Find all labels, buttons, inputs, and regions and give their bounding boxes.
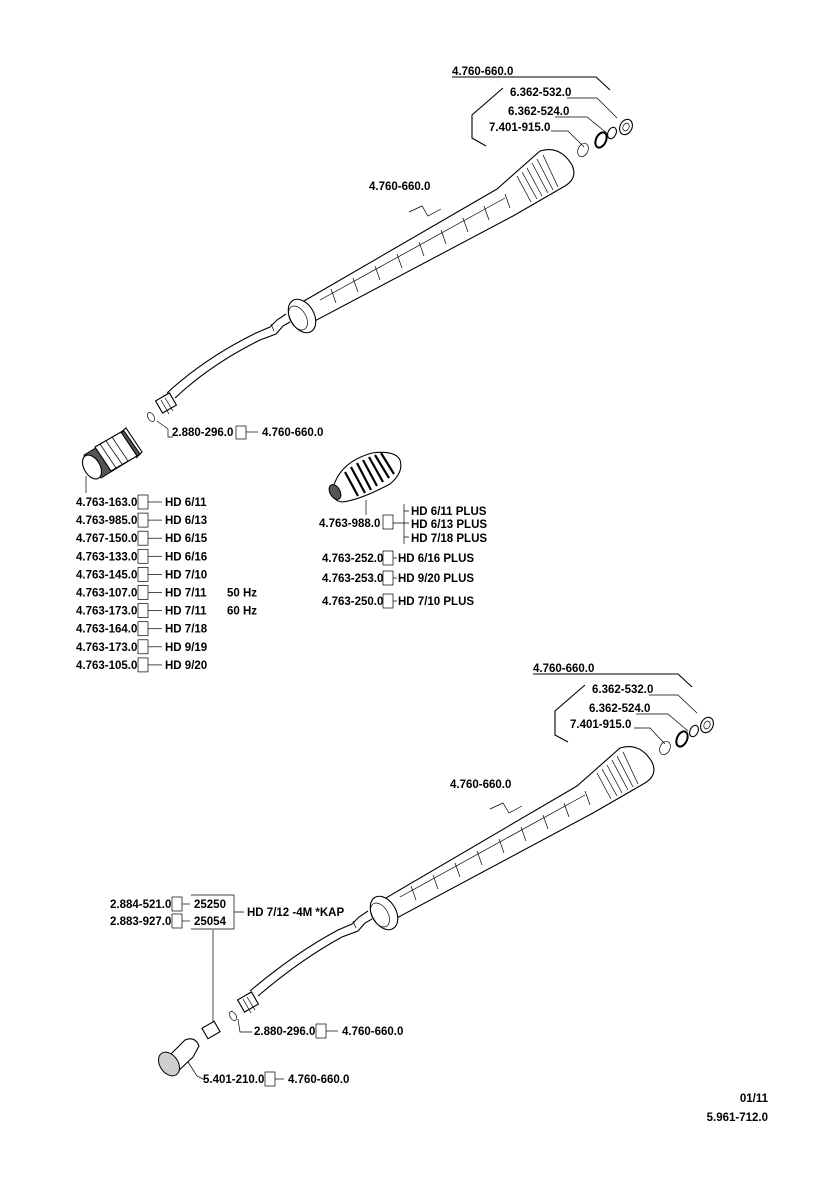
lance-part-label-1: 4.760-660.0 bbox=[369, 181, 430, 193]
nut-part-1 bbox=[619, 118, 633, 136]
hose-connector-2 bbox=[229, 991, 260, 1033]
nozzle-part-number: 4.763-133.0 bbox=[76, 551, 137, 563]
nozzle-row: 4.763-163.0 HD 6/11 bbox=[76, 494, 207, 510]
nozzle-row: 4.763-985.0 HD 6/13 bbox=[76, 512, 207, 528]
nozzle-part-number: 4.763-105.0 bbox=[76, 660, 137, 672]
nozzle-model: HD 6/13 bbox=[165, 515, 207, 527]
plus-model-2: HD 6/13 PLUS bbox=[411, 519, 487, 531]
nozzle-row: 4.763-173.0 HD 9/19 bbox=[76, 639, 207, 655]
part-6-362-524-label-1: 6.362-524.0 bbox=[508, 106, 569, 118]
nozzle-cap bbox=[158, 1038, 206, 1081]
part-6-362-532-label-2: 6.362-532.0 bbox=[592, 684, 653, 696]
kap-code-1: 25250 bbox=[194, 899, 226, 911]
spray-lance-2 bbox=[249, 746, 655, 997]
lance-assembly-1 bbox=[81, 76, 633, 493]
plus-nozzle-row: 4.763-252.0 HD 6/16 PLUS bbox=[322, 550, 474, 566]
break-mark-2 bbox=[489, 802, 523, 814]
kap-part-2: 2.883-927.0 bbox=[110, 916, 171, 928]
footer-doc-number: 5.961-712.0 bbox=[707, 1112, 768, 1124]
nut-part-2 bbox=[700, 716, 714, 734]
nozzle-part-number: 4.763-173.0 bbox=[76, 606, 137, 618]
o-ring-part-2 bbox=[675, 730, 689, 748]
plus-nozzle bbox=[328, 451, 402, 515]
top-group-part-2: 4.760-660.0 bbox=[533, 663, 594, 675]
nozzle-model: HD 9/20 bbox=[165, 660, 207, 672]
nozzle-part-number: 4.763-145.0 bbox=[76, 569, 137, 581]
nozzle-part-number: 4.763-985.0 bbox=[76, 515, 137, 527]
nozzle-part-number: 4.763-173.0 bbox=[76, 642, 137, 654]
connector-kit-label-2: 4.760-660.0 bbox=[342, 1026, 403, 1038]
connector-kit-label-1: 4.760-660.0 bbox=[262, 427, 323, 439]
nozzle-model: HD 6/16 bbox=[165, 551, 207, 563]
lance-assembly-2 bbox=[158, 673, 714, 1081]
nozzle-note: 50 Hz bbox=[227, 588, 257, 600]
part-6-362-532-label-1: 6.362-532.0 bbox=[510, 87, 571, 99]
kap-model-label: HD 7/12 -4M *KAP bbox=[247, 907, 344, 919]
nozzle-part-number: 4.763-163.0 bbox=[76, 497, 137, 509]
nozzle-part-number: 4.763-107.0 bbox=[76, 588, 137, 600]
plus-nozzle-other-rows: 4.763-252.0 HD 6/16 PLUS 4.763-253.0 HD 9/2… bbox=[322, 550, 474, 609]
nozzle-row: 4.763-105.0 HD 9/20 bbox=[76, 657, 207, 673]
top-group-part-1: 4.760-660.0 bbox=[452, 66, 513, 78]
nozzle-model: HD 9/19 bbox=[165, 642, 207, 654]
nozzle-row: 4.767-150.0 HD 6/15 bbox=[76, 530, 208, 546]
nozzle-model: HD 7/18 bbox=[165, 624, 208, 636]
nozzle-row: 4.763-107.0 HD 7/11 50 Hz bbox=[76, 585, 257, 600]
nozzle-model: HD 7/11 bbox=[165, 588, 207, 600]
connector-part-label-1: 2.880-296.0 bbox=[172, 427, 233, 439]
nozzle-row: 4.763-133.0 HD 6/16 bbox=[76, 548, 207, 564]
cap-kit-label: 4.760-660.0 bbox=[288, 1074, 349, 1086]
kap-code-2: 25054 bbox=[194, 916, 227, 928]
break-mark-1 bbox=[408, 205, 442, 217]
plus-nozzle-model: HD 9/20 PLUS bbox=[398, 573, 474, 585]
plus-model-1: HD 6/11 PLUS bbox=[411, 506, 487, 518]
connector-part-label-2: 2.880-296.0 bbox=[254, 1026, 315, 1038]
washer-part-2 bbox=[689, 724, 699, 738]
plus-nozzle-model: HD 7/10 PLUS bbox=[398, 596, 474, 608]
hose-connector-1 bbox=[147, 392, 178, 438]
plus-nozzle-part-number: 4.763-253.0 bbox=[322, 573, 383, 585]
plus-nozzle-model: HD 6/16 PLUS bbox=[398, 553, 474, 565]
seal-ring-part-1 bbox=[577, 142, 589, 158]
nozzle-model: HD 7/11 bbox=[165, 606, 207, 618]
part-7-401-915-label-1: 7.401-915.0 bbox=[489, 122, 550, 134]
nozzle-model: HD 6/15 bbox=[165, 533, 208, 545]
top-group-bracket-2 bbox=[533, 673, 693, 688]
part-7-401-915-label-2: 7.401-915.0 bbox=[570, 719, 631, 731]
nozzle-part-number: 4.767-150.0 bbox=[76, 533, 137, 545]
nozzle-row: 4.763-145.0 HD 7/10 bbox=[76, 567, 207, 582]
kap-adapter bbox=[201, 930, 221, 1040]
plus-nozzle-row: 4.763-253.0 HD 9/20 PLUS bbox=[322, 570, 474, 586]
adjustable-nozzle-1 bbox=[81, 427, 143, 493]
plus-nozzle-part-number: 4.763-250.0 bbox=[322, 596, 383, 608]
o-ring-part-1 bbox=[594, 131, 608, 149]
nozzle-note: 60 Hz bbox=[227, 606, 257, 618]
plus-nozzle-part-number: 4.763-252.0 bbox=[322, 553, 383, 565]
seal-ring-part-2 bbox=[659, 740, 671, 756]
washer-part-1 bbox=[607, 126, 617, 140]
plus-nozzle-main-part: 4.763-988.0 bbox=[319, 518, 380, 530]
lance-part-label-2: 4.760-660.0 bbox=[450, 779, 511, 791]
part-6-362-524-label-2: 6.362-524.0 bbox=[589, 703, 650, 715]
top-group-bracket-1 bbox=[452, 76, 611, 91]
nozzle-model: HD 7/10 bbox=[165, 569, 207, 581]
nozzle-row: 4.763-173.0 HD 7/11 60 Hz bbox=[76, 603, 257, 618]
nozzle-part-number: 4.763-164.0 bbox=[76, 624, 137, 636]
plus-nozzle-row: 4.763-250.0 HD 7/10 PLUS bbox=[322, 593, 474, 609]
nozzle-model: HD 6/11 bbox=[165, 497, 207, 509]
nozzle-row: 4.763-164.0 HD 7/18 bbox=[76, 621, 208, 637]
cap-part-label: 5.401-210.0 bbox=[203, 1074, 264, 1086]
plus-model-3: HD 7/18 PLUS bbox=[411, 533, 487, 545]
footer-date: 01/11 bbox=[740, 1093, 769, 1105]
kap-part-1: 2.884-521.0 bbox=[110, 899, 171, 911]
spray-lance-1 bbox=[166, 149, 575, 399]
